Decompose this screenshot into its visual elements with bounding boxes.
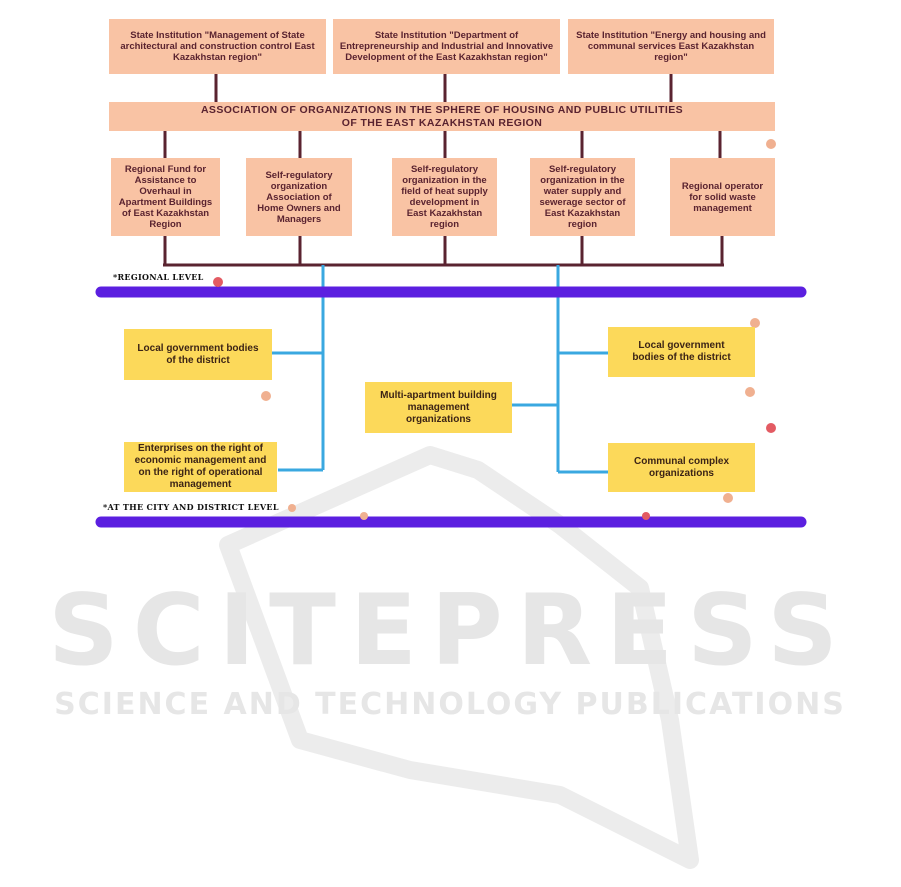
member-home-owners-association: Self-regulatory organization Association… <box>246 158 352 236</box>
regional-level-label: *REGIONAL LEVEL <box>113 272 204 282</box>
local-gov-left: Local government bodies of the district <box>124 329 272 380</box>
member-heat-supply-sro: Self-regulatory organization in the fiel… <box>392 158 497 236</box>
city-district-level-label: *AT THE CITY AND DISTRICT LEVEL <box>103 502 279 512</box>
member-water-supply-sro: Self-regulatory organization in the wate… <box>530 158 635 236</box>
member-solid-waste-operator: Regional operator for solid waste manage… <box>670 158 775 236</box>
dark-connectors <box>163 74 724 267</box>
watermark-map-outline <box>219 446 699 869</box>
member-regional-fund: Regional Fund for Assistance to Overhaul… <box>111 158 220 236</box>
communal-complex-organizations: Communal complex organizations <box>608 443 755 492</box>
building-management-organizations: Multi-apartment building management orga… <box>365 382 512 433</box>
enterprises-economic-management: Enterprises on the right of economic man… <box>124 442 277 492</box>
watermark-title: SCITEPRESS <box>48 574 852 688</box>
watermark-subtitle: SCIENCE AND TECHNOLOGY PUBLICATIONS <box>54 687 846 722</box>
institution-entrepreneurship-department: State Institution "Department of Entrepr… <box>333 19 560 74</box>
institution-architectural-control: State Institution "Management of State a… <box>109 19 326 74</box>
institution-energy-housing: State Institution "Energy and housing an… <box>568 19 774 74</box>
local-gov-right: Local government bodies of the district <box>608 327 755 377</box>
association-box: ASSOCIATION OF ORGANIZATIONS IN THE SPHE… <box>109 102 775 131</box>
decorative-dots <box>213 139 776 520</box>
blue-connectors <box>272 265 608 474</box>
